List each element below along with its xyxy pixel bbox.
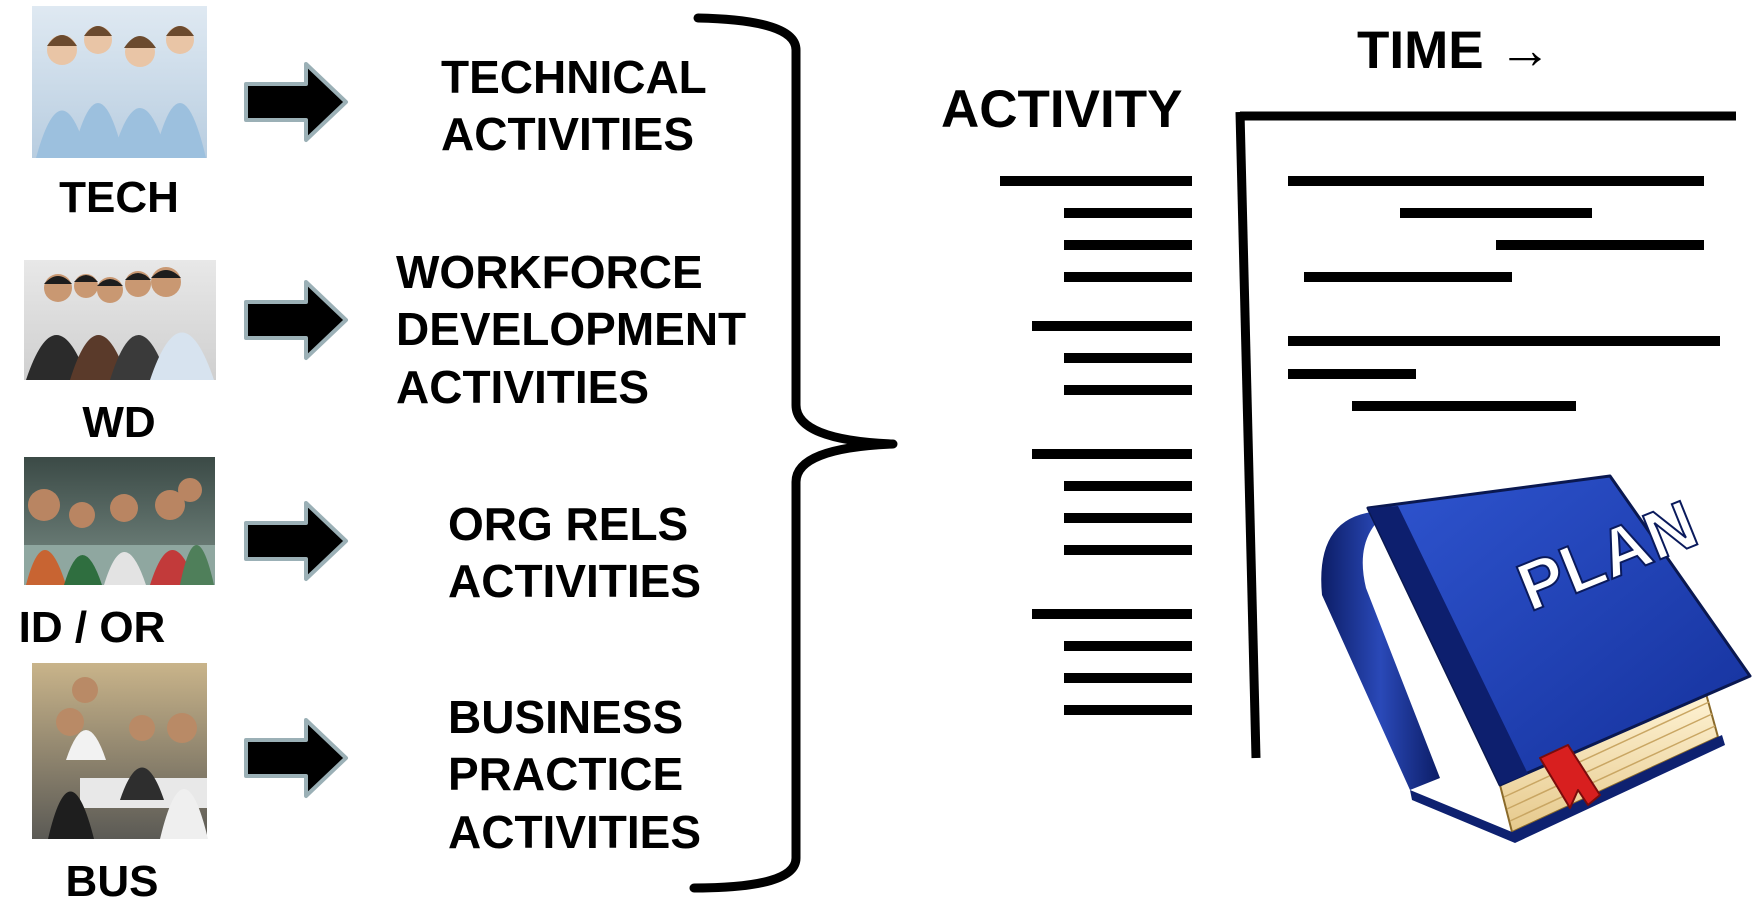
plan-book-icon: PLAN	[1321, 474, 1752, 843]
group-abbrev: WD	[82, 398, 155, 447]
activity-label-business: BUSINESS PRACTICE ACTIVITIES	[448, 691, 701, 858]
group-of-workers-photo	[24, 260, 216, 380]
activity-label-line: DEVELOPMENT	[396, 303, 746, 355]
team-of-professionals-photo	[32, 6, 207, 158]
right-arrow-icon	[244, 280, 348, 360]
activity-label-technical: TECHNICAL ACTIVITIES	[441, 51, 707, 160]
activity-list	[1000, 176, 1192, 715]
activity-label-line: ACTIVITIES	[396, 361, 649, 413]
classroom-students-photo	[24, 457, 215, 585]
business-meeting-photo	[32, 663, 208, 839]
right-arrow-icon	[244, 501, 348, 581]
activity-label-line: WORKFORCE	[396, 246, 703, 298]
activity-label-line: TECHNICAL	[441, 51, 707, 103]
activity-label-line: ACTIVITIES	[441, 108, 694, 160]
activity-label-line: PRACTICE	[448, 748, 683, 800]
schedule-bars	[1288, 176, 1720, 411]
group-abbrev: ID / OR	[19, 603, 166, 652]
time-axis-label: TIME →	[1357, 21, 1551, 80]
right-curly-brace	[689, 13, 898, 893]
activity-label-org-rels: ORG RELS ACTIVITIES	[448, 498, 701, 607]
activity-label-line: ACTIVITIES	[448, 555, 701, 607]
activity-axis-line	[1235, 111, 1261, 759]
right-arrow-icon	[244, 718, 348, 798]
right-arrow-icon	[244, 62, 348, 142]
activity-axis-label: ACTIVITY	[941, 80, 1182, 139]
activity-label-line: ORG RELS	[448, 498, 688, 550]
group-abbrev: TECH	[59, 173, 179, 222]
activity-label-line: BUSINESS	[448, 691, 683, 743]
group-abbrev: BUS	[66, 857, 159, 899]
activity-label-line: ACTIVITIES	[448, 806, 701, 858]
activity-label-workforce: WORKFORCE DEVELOPMENT ACTIVITIES	[396, 246, 746, 413]
